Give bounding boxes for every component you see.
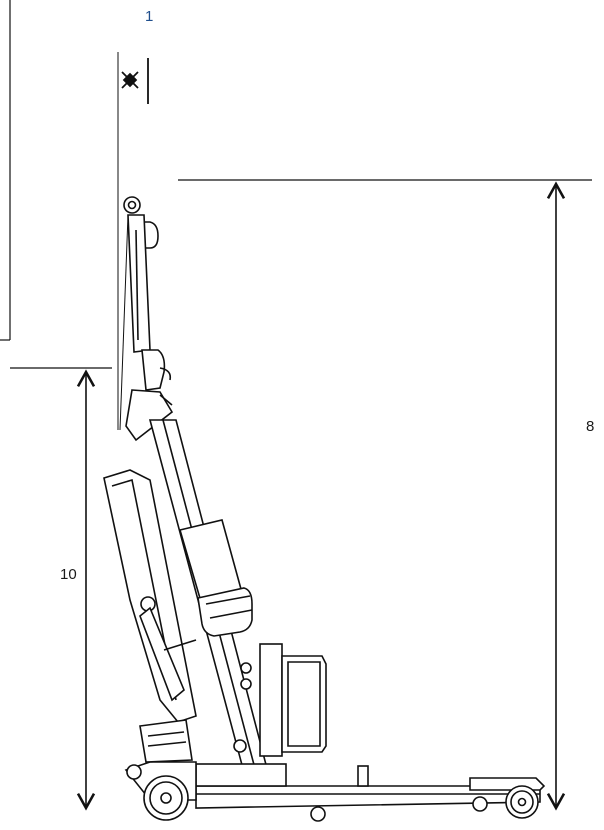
lift-boom: [148, 419, 272, 781]
dimension-8-label: 8: [586, 418, 595, 435]
clearance-symbol: [117, 52, 149, 430]
lift-control-box: [233, 643, 327, 757]
lift-mast: [119, 196, 174, 442]
dimension-10-line: [10, 367, 112, 811]
dimension-10-label: 10: [60, 566, 77, 583]
callout-1-label: 1: [145, 8, 154, 25]
dimension-8-line: [178, 179, 592, 811]
lift-seat-frame: [103, 469, 197, 723]
left-frame-border: [0, 0, 11, 341]
lift-base: [124, 719, 546, 822]
